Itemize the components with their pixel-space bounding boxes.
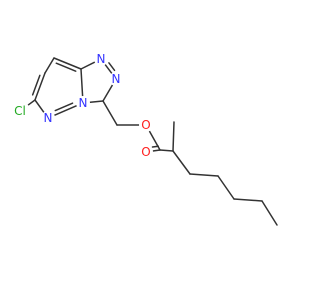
bond-N_top2-C_tri [102, 83, 114, 102]
double-bond-C_clring-C_cl [31, 74, 41, 96]
double-bond-N_left-N_bridge [54, 102, 74, 112]
bond-C_cl-Cl [26, 99, 36, 107]
bond-C1-C2 [189, 173, 219, 177]
atom-label-n_top1: N [97, 52, 106, 66]
bond-C_carb-C_alpha [159, 149, 174, 152]
bond-N_top1-N_top2 [103, 63, 114, 75]
bond-C3-C4 [233, 198, 263, 202]
atom-background-o_ester [139, 118, 153, 132]
atom-background-n_bridge [76, 96, 90, 110]
bond-C_fused-C_top [53, 57, 82, 70]
bond-N_bridge-C_fused [80, 68, 84, 98]
atom-background-cl [10, 101, 30, 121]
bond-layer [26, 57, 278, 226]
bond-C_alpha-C1 [172, 150, 191, 175]
atom-label-o_ester: O [141, 118, 150, 132]
atom-background-n_left [41, 111, 55, 125]
atom-label-n_top2: N [112, 72, 121, 86]
bond-C_tri-N_bridge [88, 100, 104, 104]
atom-label-n_left: N [44, 111, 53, 125]
double-bond-C_fused-C_top [55, 62, 77, 72]
atom-label-o_carbonyl: O [141, 145, 150, 159]
atom-label-n_bridge: N [79, 96, 88, 110]
atom-label-cl: Cl [14, 104, 26, 118]
double-bond-C_carb-O_carbonyl [151, 145, 160, 148]
atom-background-o_carbonyl [139, 145, 153, 159]
bond-C4-C5 [261, 200, 278, 226]
bond-C_tri-CH2 [102, 100, 118, 126]
double-bond-N_top1-N_top2 [108, 62, 116, 72]
bond-C2-C3 [217, 175, 235, 200]
bond-C_clring-C_cl [34, 72, 46, 101]
bond-C_cl-N_left [34, 99, 46, 114]
bond-C_alpha-C_me [172, 121, 175, 152]
bond-C_carb-O_carbonyl [151, 149, 161, 152]
bond-C_clring-C_top [44, 57, 55, 74]
bond-C_fused-N_top1 [80, 60, 97, 70]
atom-background-n_top1 [94, 52, 108, 66]
bond-N_left-N_bridge [52, 104, 79, 117]
atom-background-n_top2 [109, 72, 123, 86]
